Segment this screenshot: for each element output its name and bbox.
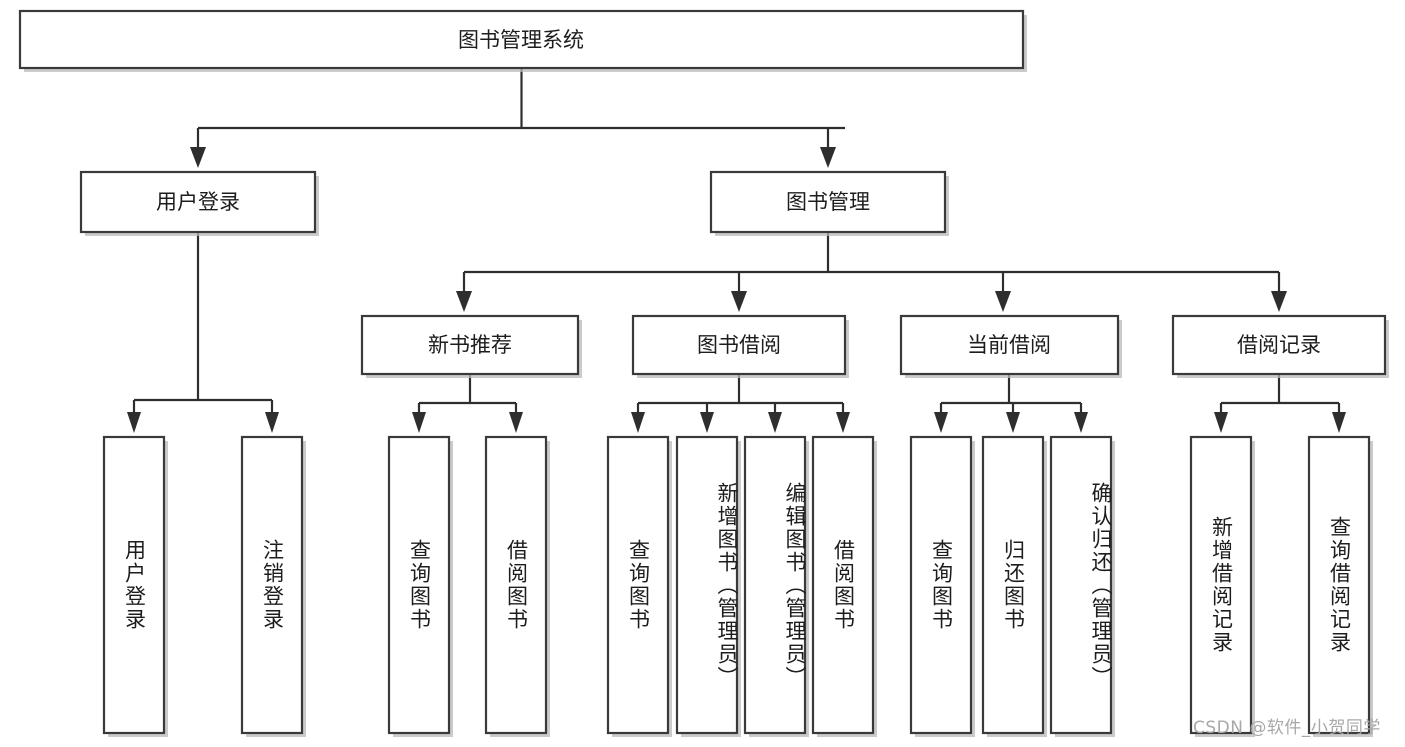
leaf-query-book-2-box[interactable] — [606, 435, 670, 735]
leaf-add-record-box[interactable] — [1189, 435, 1253, 735]
leaf-query-book-3[interactable] — [909, 435, 975, 737]
node-borrow-record-box[interactable] — [1171, 314, 1387, 376]
arrow-to-leaf-add-record — [1214, 412, 1228, 433]
node-user-login-label: 用户登录 — [156, 190, 240, 214]
leaf-query-book-1[interactable] — [387, 435, 453, 737]
leaf-return-book[interactable] — [981, 435, 1047, 737]
arrow-to-leaf-user-login — [127, 412, 141, 433]
leaf-borrow-book-1[interactable] — [484, 435, 550, 737]
node-root-label: 图书管理系统 — [458, 28, 584, 52]
connector-group-borrow-record — [1214, 374, 1346, 433]
node-current-borrow-label: 当前借阅 — [967, 333, 1051, 357]
watermark-text: CSDN @软件_小贺同学 — [1193, 718, 1381, 738]
leaf-borrow-book-1-box[interactable] — [484, 435, 548, 735]
arrow-to-leaf-logout-login — [265, 412, 279, 433]
leaf-return-book-box[interactable] — [981, 435, 1045, 735]
leaf-borrow-book-2-box[interactable] — [811, 435, 875, 735]
leaf-edit-book-box[interactable] — [743, 435, 807, 735]
arrow-to-leaf-add-book — [700, 412, 714, 433]
arrow-root-to-user-login — [190, 147, 206, 168]
node-book-borrow-label: 图书借阅 — [697, 333, 781, 357]
node-book-borrow-box[interactable] — [631, 314, 847, 376]
arrow-to-book-borrow — [731, 291, 747, 312]
arrow-to-leaf-query-record — [1332, 412, 1346, 433]
arrow-to-leaf-query-book-3 — [934, 412, 948, 433]
arrow-to-leaf-borrow-book-1 — [509, 412, 523, 433]
leaf-query-book-3-box[interactable] — [909, 435, 973, 735]
arrow-to-leaf-query-book-1 — [412, 412, 426, 433]
node-root[interactable]: 图书管理系统 — [18, 9, 1027, 72]
leaf-query-book-1-box[interactable] — [387, 435, 451, 735]
connector-group-user-login — [127, 232, 279, 433]
leaf-logout-login[interactable] — [240, 435, 306, 737]
arrow-to-leaf-query-book-2 — [631, 412, 645, 433]
node-new-book-rec[interactable]: 新书推荐 — [360, 314, 582, 378]
leaf-node-group — [102, 435, 1373, 737]
connector-group-book-borrow — [631, 374, 850, 433]
connector-group-book-manage — [456, 232, 1287, 312]
node-book-manage[interactable]: 图书管理 — [709, 170, 949, 236]
leaf-query-record[interactable] — [1307, 435, 1373, 737]
leaf-query-book-2[interactable] — [606, 435, 672, 737]
node-book-manage-label: 图书管理 — [786, 190, 870, 214]
arrow-to-leaf-borrow-book-2 — [836, 412, 850, 433]
node-book-borrow[interactable]: 图书借阅 — [631, 314, 849, 378]
node-user-login-box[interactable] — [79, 170, 317, 234]
node-current-borrow[interactable]: 当前借阅 — [899, 314, 1122, 378]
arrow-to-borrow-record — [1271, 291, 1287, 312]
leaf-edit-book[interactable] — [743, 435, 809, 737]
node-borrow-record[interactable]: 借阅记录 — [1171, 314, 1389, 378]
node-borrow-record-label: 借阅记录 — [1237, 333, 1321, 357]
leaf-add-book-box[interactable] — [675, 435, 739, 735]
arrow-root-to-book-manage — [820, 147, 836, 168]
leaf-confirm-return-box[interactable] — [1049, 435, 1113, 735]
node-current-borrow-box[interactable] — [899, 314, 1120, 376]
leaf-add-record[interactable] — [1189, 435, 1255, 737]
arrow-to-new-book-rec — [456, 291, 472, 312]
node-new-book-rec-box[interactable] — [360, 314, 580, 376]
leaf-query-record-box[interactable] — [1307, 435, 1371, 735]
leaf-user-login-box[interactable] — [102, 435, 166, 735]
leaf-confirm-return[interactable] — [1049, 435, 1115, 737]
leaf-logout-login-box[interactable] — [240, 435, 304, 735]
node-book-manage-box[interactable] — [709, 170, 947, 234]
leaf-borrow-book-2[interactable] — [811, 435, 877, 737]
leaf-add-book[interactable] — [675, 435, 741, 737]
connector-group-root — [190, 68, 845, 168]
arrow-to-leaf-confirm-return — [1074, 412, 1088, 433]
leaf-user-login[interactable] — [102, 435, 168, 737]
node-new-book-rec-label: 新书推荐 — [428, 333, 512, 357]
node-user-login[interactable]: 用户登录 — [79, 170, 319, 236]
connector-group-new-book-rec — [412, 374, 523, 433]
arrow-to-leaf-edit-book — [768, 412, 782, 433]
connector-group-current-borrow — [934, 374, 1088, 433]
arrow-to-current-borrow — [995, 291, 1011, 312]
node-root-box[interactable] — [18, 9, 1025, 70]
arrow-to-leaf-return-book — [1006, 412, 1020, 433]
